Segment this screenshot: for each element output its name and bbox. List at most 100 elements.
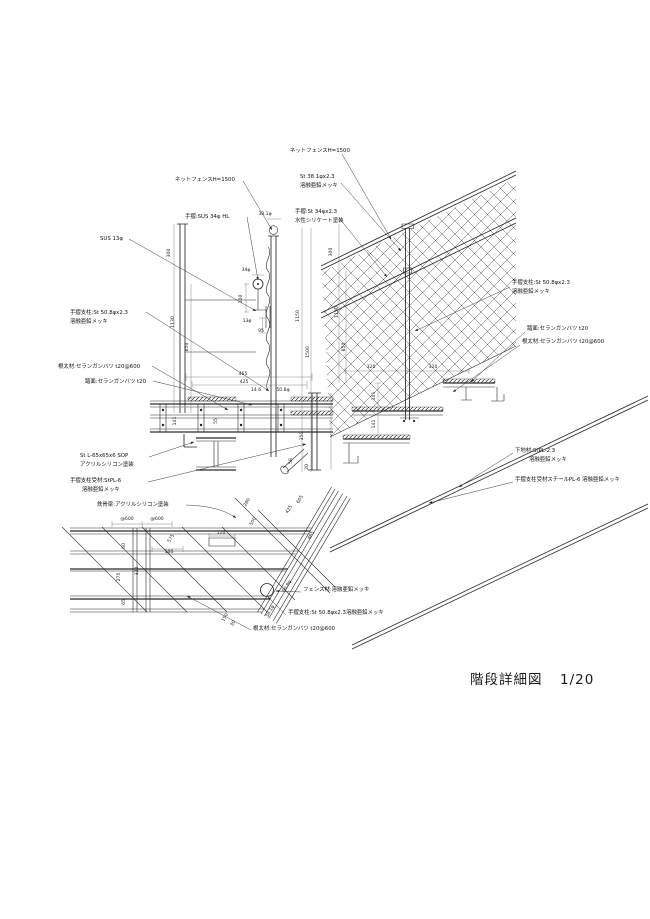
dimension-320: 320	[134, 567, 140, 576]
deck-bolts-part	[239, 408, 243, 412]
leader-fence-material	[275, 589, 301, 593]
dimension-14.6: 14.6	[251, 387, 261, 393]
leader-post-receiver-right	[428, 482, 513, 504]
label-post-receiver-right: 手摺支柱受材スチールPL-6 溶融亜鉛メッキ	[515, 475, 620, 483]
dimension-141: 141	[371, 392, 377, 401]
dimension-1500: 1500	[305, 346, 311, 358]
dimension-500: 500	[248, 516, 258, 527]
dimension-465: 465	[239, 371, 248, 377]
step1-bottom	[443, 387, 504, 401]
dimension-30: 30	[229, 619, 237, 627]
label-handrail-post-plan: 手摺支柱:St 50.8φx2.3溶融亜鉛メッキ	[288, 608, 384, 616]
deck-lines-thin	[150, 401, 333, 429]
fence-frame-post	[177, 224, 188, 413]
dimension-38.1φ: 38.1φ	[258, 211, 271, 217]
dimension-60: 60	[121, 543, 127, 549]
leader-joist-plan	[186, 596, 251, 630]
deck-bolts-part	[279, 408, 283, 412]
dimension-100: 100	[238, 295, 244, 304]
tread-hatch-1	[188, 397, 236, 401]
i-beam-flanges	[196, 438, 236, 470]
dimension-50.8φ: 50.8φ	[276, 387, 289, 393]
dimension-300: 300	[166, 249, 172, 258]
i-beam-web	[196, 441, 236, 467]
dim-line-141	[375, 383, 381, 439]
step3-bottom	[343, 443, 410, 463]
post-rail-fitting	[404, 268, 412, 273]
fence-pipe-post	[268, 236, 279, 457]
deck-bolts-part	[161, 408, 165, 412]
leader-joist-left	[152, 366, 229, 410]
diagonal-pipe-support	[283, 449, 308, 472]
top-fence-rail	[321, 171, 516, 270]
label-handrail-post-right: 手摺支柱:St 50.8φx2.3	[512, 278, 570, 286]
deck-bolts	[161, 408, 283, 427]
drawing-scale: 1/20	[560, 672, 594, 688]
leader-lines	[129, 154, 525, 630]
step2-bolt-1	[402, 419, 406, 423]
leader-handrail-st	[339, 218, 387, 278]
step2-bottom	[352, 415, 443, 418]
label-handrail-post-left-line2: 溶融亜鉛メッキ	[70, 317, 108, 325]
dimension-65: 65	[121, 599, 127, 605]
dimension-50.8φ: 50.8φ	[281, 579, 293, 593]
plan-dim-120	[209, 533, 235, 539]
plan-joists	[62, 498, 335, 612]
label-net-fence-right: ネットフェンスH=1500	[290, 147, 350, 154]
label-base-plate: 下地材:StPL-2.3	[515, 446, 555, 454]
plan-view	[62, 487, 350, 623]
leader-tread-right	[470, 332, 525, 382]
ext-lines-left	[174, 224, 331, 472]
leader-tread-left	[153, 381, 253, 406]
ext-lines-right	[339, 224, 346, 383]
handrail-center-dot	[257, 283, 259, 285]
dim-line-465	[186, 373, 312, 381]
plan-post-base-plate	[209, 538, 235, 546]
label-post-receiver-left-line2: 溶融亜鉛メッキ	[82, 485, 120, 493]
dimension-350: 350	[299, 432, 305, 441]
leader-handrail-post-left	[146, 312, 270, 391]
plan-dim-100	[152, 546, 183, 552]
leader-post-receiver-left	[148, 443, 307, 482]
dimension-320: 320	[367, 364, 376, 370]
dimension-141: 141	[371, 420, 377, 429]
stringer-upper	[330, 396, 648, 552]
drawing-title: 階段詳細図	[470, 672, 543, 688]
leader-base-plate	[458, 453, 513, 487]
plan-deck-thick	[70, 531, 310, 599]
label-st-381-line2: 溶融亜鉛メッキ	[300, 181, 338, 189]
label-joist-left: 根太材:セランガンバツ t20@600	[58, 362, 141, 370]
leader-steel-beam	[186, 505, 237, 518]
plan-fence-band	[258, 487, 351, 623]
handrail-bracket	[254, 289, 270, 328]
dimension-275: 275	[116, 573, 122, 582]
leader-handrail-post-plan	[267, 596, 286, 615]
deck-bolts-part	[161, 423, 165, 427]
plan-deck-thin	[70, 528, 312, 612]
deck-lines-thick	[150, 404, 333, 432]
dimension-465: 465	[306, 530, 316, 541]
end-channel	[308, 393, 321, 470]
leader-handrail-sus	[247, 217, 259, 281]
dimension-320: 320	[429, 364, 438, 370]
label-net-fence-left: ネットフェンスH=1500	[175, 176, 235, 183]
label-sus-13: SUS 13φ	[100, 236, 123, 242]
dimension-425: 425	[240, 379, 249, 385]
plan-dim-600	[112, 521, 172, 527]
dimension-150: 150	[220, 612, 230, 623]
handrail-post	[406, 228, 410, 420]
label-steel-angle-line2: アクリルシリコン塗装	[80, 460, 134, 468]
leader-st-381	[341, 183, 401, 252]
dimension-850: 850	[184, 343, 190, 352]
label-joist-right: 根太材:セランガンバツ t20@600	[522, 337, 605, 345]
label-handrail-st-line2: 水性シリケート塗装	[295, 216, 344, 224]
label-handrail-sus: 手摺:SUS 34φ HL	[185, 212, 229, 220]
label-steel-beam: 鉄骨梁:アクリルシリコン塗装	[97, 500, 169, 508]
fence-pipe-top-circle	[269, 226, 278, 235]
label-tread-right: 踏面:セランガンバツ t20	[527, 324, 589, 332]
dimension-@600: @600	[120, 516, 133, 522]
dimension-13φ: 13φ	[243, 318, 252, 324]
net-wire	[266, 247, 270, 390]
net-fence-mesh	[322, 178, 516, 437]
dim-ticks-top	[244, 219, 281, 333]
